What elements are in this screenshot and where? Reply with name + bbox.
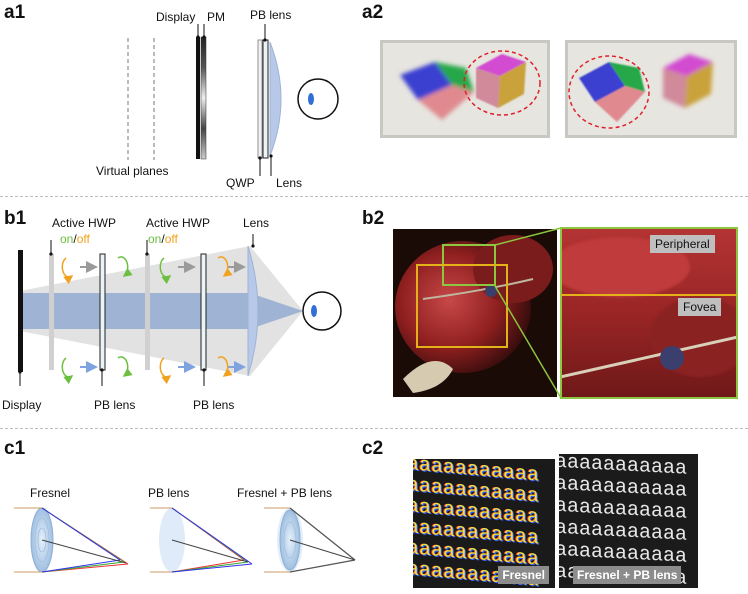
label-on-1: on [60, 232, 74, 246]
label-display: Display [156, 10, 196, 24]
separator-bc [0, 428, 748, 429]
label-slash-2: / [161, 232, 165, 246]
pm-plate [200, 36, 207, 160]
qwp-plate [257, 39, 263, 159]
label-active-hwp-2: Active HWP [146, 216, 211, 230]
label-on-off-2: on/off [148, 232, 178, 246]
pb-lens-2 [200, 253, 207, 371]
label-b1-display: Display [2, 398, 42, 412]
b1-lens [247, 245, 259, 377]
active-hwp-2 [145, 254, 150, 370]
c1-fresnel-group [14, 507, 129, 573]
a2-photo-left [380, 40, 550, 138]
b2-peripheral-tag: Peripheral [650, 235, 715, 253]
c2-fresnel-tag: Fresnel [498, 566, 549, 584]
c1-label-fresnel: Fresnel [30, 486, 71, 500]
b1-eye-pupil [311, 305, 317, 317]
panel-label-b1: b1 [4, 208, 27, 229]
eye-pupil [308, 93, 314, 105]
c2-photo-fresnel: aaaaaaaaaaa aaaaaaaaaaa aaaaaaaaaaa aaaa… [413, 459, 555, 588]
label-on-2: on [148, 232, 162, 246]
pb-lens-plate [262, 39, 269, 159]
b2-zoom-lines [494, 227, 562, 399]
b2-photo-full [393, 229, 557, 397]
panel-label-b2: b2 [362, 208, 385, 229]
b1-schematic [18, 234, 342, 386]
panel-label-c2: c2 [362, 438, 384, 459]
c1-schematic [14, 507, 356, 573]
label-off-1: off [76, 232, 90, 246]
label-off-2: off [164, 232, 178, 246]
lens-shape [269, 41, 282, 157]
label-active-hwp-1: Active HWP [52, 216, 117, 230]
c2-fresnel-pb-tag: Fresnel + PB lens [573, 566, 682, 584]
label-pm: PM [207, 10, 225, 24]
c2-photo-fresnel-pb: aaaaaaaaaaa aaaaaaaaaaa aaaaaaaaaaa aaaa… [559, 454, 698, 588]
c1-combined-group [264, 507, 356, 573]
c1-pb-lens-group [150, 507, 253, 573]
c1-label-fresnel-pb: Fresnel + PB lens [237, 486, 333, 500]
b1-display [18, 250, 23, 372]
a2-red-circle-left [568, 55, 650, 129]
c1-label-pb-lens: PB lens [148, 486, 190, 500]
panel-label-a1: a1 [4, 2, 26, 23]
beam-narrow [20, 293, 303, 329]
label-qwp: QWP [226, 176, 255, 190]
a1-schematic [127, 24, 339, 176]
pb-lens-1 [99, 253, 106, 371]
a2-photo-right [565, 40, 737, 138]
active-hwp-1 [49, 254, 54, 370]
b2-fovea-tag: Fovea [678, 298, 722, 316]
label-slash-1: / [73, 232, 77, 246]
display-plate [196, 37, 200, 159]
label-b1-lens: Lens [243, 216, 270, 230]
label-virtual-planes: Virtual planes [96, 164, 169, 178]
panel-label-c1: c1 [4, 438, 26, 459]
label-b1-pb-lens-1: PB lens [94, 398, 136, 412]
label-on-off-1: on/off [60, 232, 90, 246]
eye-outline [297, 78, 339, 120]
b2-zoom-green-frame [560, 227, 738, 399]
label-lens: Lens [276, 176, 303, 190]
a2-red-circle-right [463, 50, 541, 116]
b1-eye [302, 291, 342, 331]
label-b1-pb-lens-2: PB lens [193, 398, 235, 412]
label-pb-lens: PB lens [250, 8, 292, 22]
separator-ab [0, 196, 748, 197]
panel-label-a2: a2 [362, 2, 384, 23]
